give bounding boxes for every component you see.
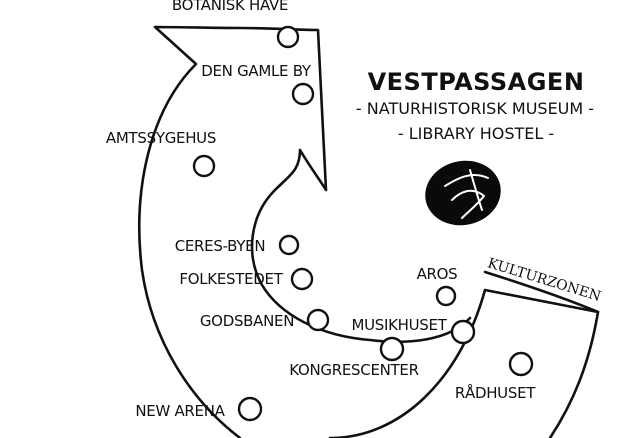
stop-label-amtssygehus: AMTSSYGEHUS <box>106 129 216 147</box>
subtitle-line-2: - LIBRARY HOSTEL - <box>398 124 554 143</box>
subtitle-line-1: - NATURHISTORISK MUSEUM - <box>356 99 594 118</box>
stop-marker-ceres-byen[interactable] <box>278 234 300 256</box>
district-label-kulturzonen: KULTURZONEN <box>486 255 603 305</box>
stop-label-musikhuset: MUSIKHUSET <box>351 316 447 334</box>
map-title: VESTPASSAGEN <box>368 68 585 96</box>
stop-marker-amtssygehus[interactable] <box>192 154 216 178</box>
black-oval-signature-logo-icon <box>425 160 501 226</box>
stop-label-godsbanen: GODSBANEN <box>200 312 294 330</box>
stop-label-botanisk-have: BOTANISK HAVE <box>172 0 288 14</box>
stop-label-folkestedet: FOLKESTEDET <box>179 270 283 288</box>
stop-marker-den-gamle-by[interactable] <box>291 82 315 106</box>
stop-label-den-gamle-by: DEN GAMLE BY <box>201 62 312 80</box>
kulturzonen-boundary <box>483 270 600 314</box>
stop-marker-new-arena[interactable] <box>237 396 263 422</box>
stop-label-kongrescenter: KONGRESCENTER <box>289 361 418 379</box>
stop-label-aros: AROS <box>417 265 458 283</box>
stop-label-raadhuset: RÅDHUSET <box>455 383 536 402</box>
stop-marker-raadhuset[interactable] <box>508 351 534 377</box>
route-arrow-outline <box>138 25 600 438</box>
stop-marker-godsbanen[interactable] <box>306 308 330 332</box>
stop-marker-musikhuset[interactable] <box>450 319 476 345</box>
stop-label-ceres-byen: CERES-BYEN <box>175 237 266 255</box>
stop-label-new-arena: NEW ARENA <box>135 402 225 420</box>
stop-marker-botanisk-have[interactable] <box>276 25 300 49</box>
stop-marker-folkestedet[interactable] <box>290 267 314 291</box>
stop-marker-aros[interactable] <box>435 285 457 307</box>
stop-marker-kongrescenter[interactable] <box>379 336 405 362</box>
